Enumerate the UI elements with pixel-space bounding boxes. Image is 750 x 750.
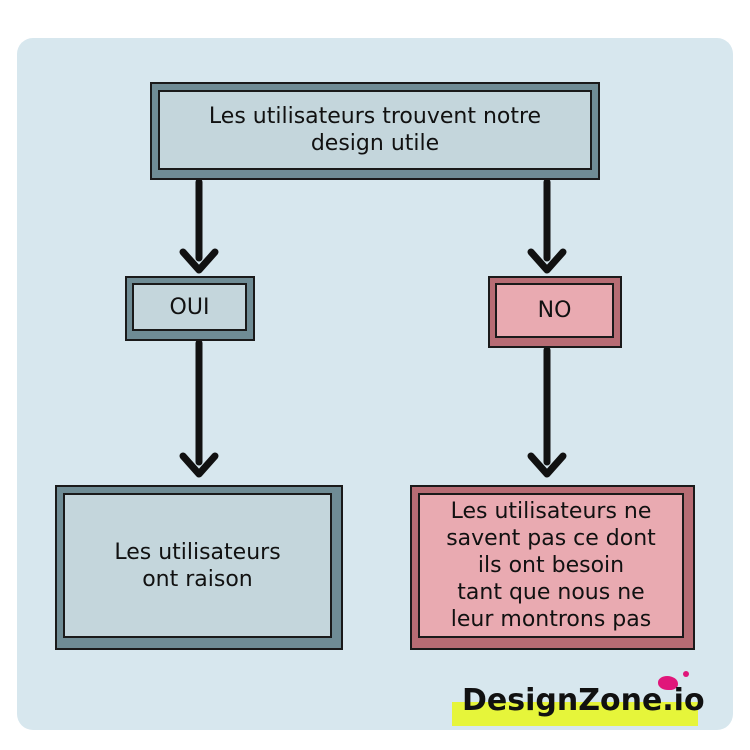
arrowhead-oui-result [179,452,219,478]
no-result-line-1: Les utilisateurs ne [450,499,652,524]
no-result-line-5: leur montrons pas [450,607,652,632]
yes-label: OUI [169,294,210,320]
no-result-line-3: ils ont besoin [477,553,625,578]
yes-box: OUI [125,276,255,341]
yes-result-line-2: ont raison [142,566,253,592]
no-result-line-4: tant que nous ne [457,580,645,605]
logo-dot-icon [683,671,689,677]
no-result-box: Les utilisateurs ne savent pas ce dont i… [410,485,695,650]
question-box-face: Les utilisateurs trouvent notre design u… [158,90,592,170]
no-result-line-2: savent pas ce dont [446,526,656,551]
question-line-1: Les utilisateurs trouvent notre [208,104,542,129]
yes-box-face: OUI [132,283,247,331]
logo-highlight [452,702,698,726]
yes-result-box: Les utilisateurs ont raison [55,485,343,650]
no-label: NO [537,298,572,323]
question-line-2: design utile [310,131,440,156]
no-result-face: Les utilisateurs ne savent pas ce dont i… [418,493,684,638]
no-box: NO [488,276,622,348]
logo-splash-icon [658,676,678,690]
arrowhead-no-result [527,452,567,478]
yes-result-face: Les utilisateurs ont raison [63,493,332,638]
arrowhead-oui [179,248,219,274]
yes-result-line-1: Les utilisateurs [114,539,281,565]
no-box-face: NO [495,283,614,338]
question-box: Les utilisateurs trouvent notre design u… [150,82,600,180]
arrowhead-no [527,248,567,274]
designzone-logo: DesignZone.io [462,683,705,718]
